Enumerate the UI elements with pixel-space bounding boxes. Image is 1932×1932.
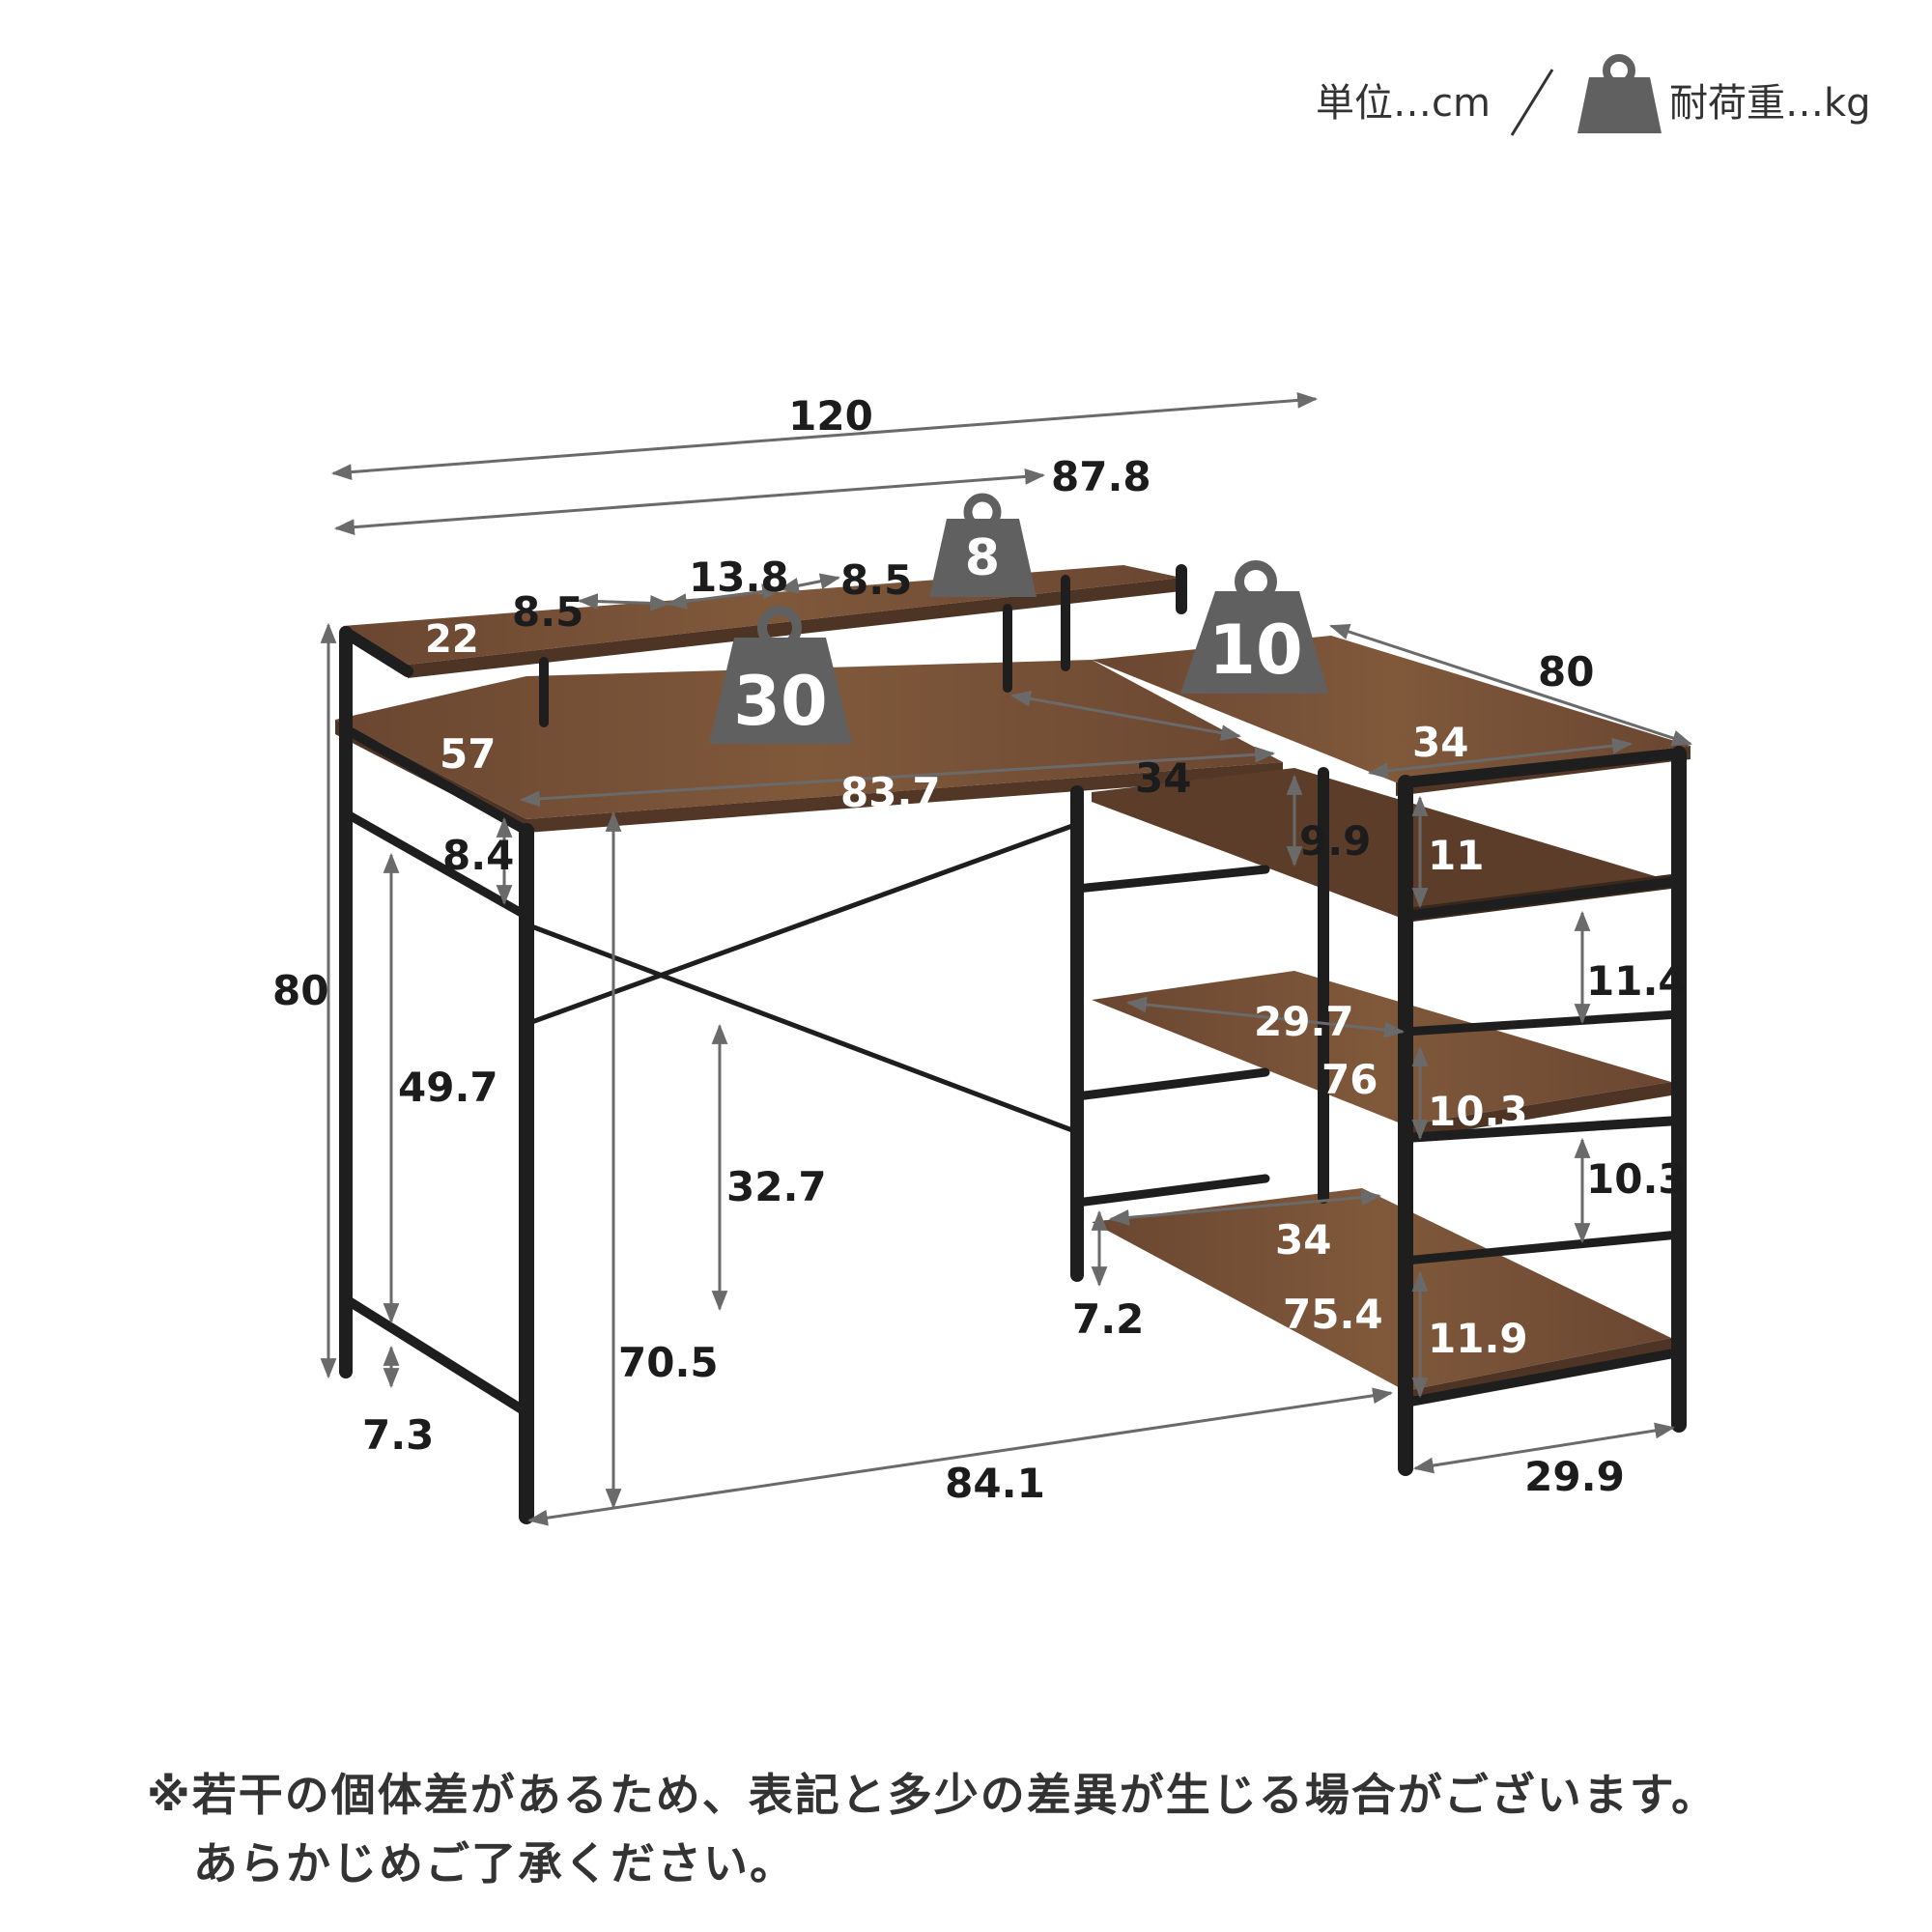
weight-icon: [709, 606, 852, 744]
dim-shelf2-gap: 11.4: [1586, 957, 1687, 1005]
dim-bottom-width: 84.1: [945, 1460, 1045, 1507]
dim-shelf3-height: 10.3: [1428, 1088, 1528, 1135]
disclaimer-line-1: ※若干の個体差があるため、表記と多少の差異が生じる場合がございます。: [147, 1769, 1719, 1821]
dim-leg-clearance: 49.7: [398, 1064, 498, 1111]
dim-shelf2-width: 76: [1321, 1056, 1378, 1103]
dim-shelf4-depth: 34: [1275, 1216, 1331, 1264]
dim-shelf4-clearance: 7.2: [1072, 1295, 1144, 1343]
legend-separator: [1510, 69, 1554, 136]
dim-shelf1-height: 9.9: [1299, 817, 1371, 865]
weight-desk-top: 30: [733, 662, 827, 741]
weight-icon: [1180, 560, 1328, 694]
disclaimer-line-2: あらかじめご了承ください。: [193, 1837, 796, 1889]
dim-shelf2-depth: 29.7: [1254, 998, 1354, 1045]
dim-shelf3-gap: 10.3: [1586, 1155, 1687, 1203]
dim-shelf4-width: 75.4: [1283, 1291, 1383, 1338]
dim-side-depth-top: 34: [1135, 754, 1191, 802]
dim-cross-center: 32.7: [726, 1163, 827, 1210]
dim-total-width: 120: [788, 392, 873, 440]
dim-shelf-gap-left: 8.5: [512, 588, 583, 636]
dimension-labels: 120 87.8 8.5 13.8 8.5 22 57 83.7 34 80 3…: [272, 392, 1687, 1507]
unit-legend: 単位…cm 耐荷重…kg: [1316, 54, 1871, 136]
unit-label: 単位…cm: [1316, 81, 1491, 126]
dim-overall-height: 80: [272, 967, 328, 1014]
dim-under-height: 70.5: [618, 1339, 719, 1386]
dim-shelf-gap-mid: 13.8: [689, 554, 789, 601]
dim-shelf4-height: 11.9: [1428, 1315, 1528, 1362]
dimension-lines: [320, 392, 1692, 1526]
weight-monitor-shelf: 8: [965, 529, 1000, 587]
side-shelf-3: [1092, 1188, 1671, 1391]
weight-icon: [1577, 54, 1662, 133]
dim-shelf1-right: 11: [1428, 832, 1484, 879]
dim-shelf-gap-right: 8.5: [840, 556, 912, 604]
dim-foot-bar: 7.3: [362, 1411, 434, 1459]
weight-icon: [929, 493, 1037, 597]
dim-apron-height: 8.4: [442, 832, 514, 879]
dim-top-inner-width: 83.7: [840, 769, 941, 816]
load-label: 耐荷重…kg: [1669, 81, 1871, 126]
dim-base-depth: 29.9: [1524, 1453, 1625, 1500]
wood-surfaces: [335, 565, 1690, 1406]
weight-side-top: 10: [1208, 611, 1302, 690]
dim-top-depth: 57: [440, 730, 496, 778]
metal-frame: [339, 564, 1687, 1524]
dim-shelf-depth: 22: [425, 617, 479, 662]
dim-side-width: 80: [1538, 648, 1594, 696]
dim-side-inner-width: 34: [1412, 719, 1468, 766]
dim-desk-width: 87.8: [1051, 453, 1151, 500]
side-shelf-2-front: [1406, 1082, 1671, 1140]
